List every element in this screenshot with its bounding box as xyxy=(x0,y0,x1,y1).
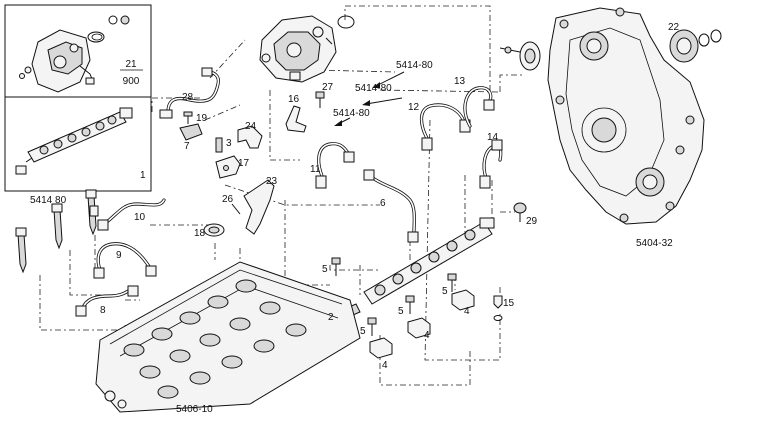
pipe-13-icon xyxy=(463,86,495,128)
ref-arrows xyxy=(334,71,405,126)
drive-gear-icon xyxy=(499,41,541,71)
callout-3: 3 xyxy=(226,138,232,149)
pipe-11-icon xyxy=(315,142,355,189)
injector-icon xyxy=(85,189,99,236)
callout-12: 12 xyxy=(408,102,420,113)
bracket-4-icon xyxy=(369,337,393,359)
callout-18: 18 xyxy=(194,228,206,239)
callout-23: 23 xyxy=(266,176,278,187)
callout-22: 22 xyxy=(668,22,680,33)
inset-ref-denominator: 900 xyxy=(123,76,140,87)
high-pressure-pump-icon xyxy=(259,15,355,83)
callout-16: 16 xyxy=(288,94,300,105)
callout-29: 29 xyxy=(526,216,538,227)
callout-28: 28 xyxy=(182,92,194,103)
callout-labels: 5414-80 5414-80 5414-80 5414 80 5404-32 … xyxy=(30,22,680,415)
bolt-27-icon xyxy=(315,91,325,108)
screw-26-icon xyxy=(231,203,241,215)
inset-ref-numerator: 21 xyxy=(125,59,137,70)
bracket-23-icon xyxy=(243,179,275,235)
pipe-8-icon xyxy=(75,285,139,317)
inset-rail-icon xyxy=(15,107,133,175)
bracket-4-icon xyxy=(451,289,475,311)
callout-2: 2 xyxy=(328,312,334,323)
callout-24: 24 xyxy=(245,121,257,132)
clamp-7-icon xyxy=(179,123,203,141)
bolt-5-icon xyxy=(405,295,415,314)
callout-13: 13 xyxy=(454,76,466,87)
callout-26: 26 xyxy=(222,194,234,205)
callout-5a: 5 xyxy=(322,264,328,275)
timing-cover-icon xyxy=(547,7,705,225)
inset-pump-icon xyxy=(19,15,143,93)
pipe-28-icon xyxy=(159,67,220,119)
bracket-17-icon xyxy=(215,155,241,179)
gear-22-icon xyxy=(669,29,722,63)
inset-border xyxy=(4,4,152,192)
injector-icon xyxy=(51,203,63,250)
bolt-5-icon xyxy=(331,257,341,276)
callout-15: 15 xyxy=(503,298,515,309)
seal-20-icon xyxy=(493,315,503,321)
cylinder-head-icon xyxy=(95,261,361,413)
ref-5414-80-low: 5414-80 xyxy=(333,108,370,119)
ref-5404-32: 5404-32 xyxy=(636,238,673,249)
bracket-24-icon xyxy=(237,125,263,149)
callout-7: 7 xyxy=(184,141,190,152)
callout-5c: 5 xyxy=(398,306,404,317)
callout-19: 19 xyxy=(196,113,208,124)
ref-5406-10: 5406-10 xyxy=(176,404,213,415)
bracket-4-icon xyxy=(407,317,431,339)
ref-5414-80-top: 5414-80 xyxy=(396,60,433,71)
callout-14: 14 xyxy=(487,132,499,143)
callout-10: 10 xyxy=(134,212,146,223)
callout-4b: 4 xyxy=(424,330,430,341)
callout-8: 8 xyxy=(100,305,106,316)
ref-5414-80-mid: 5414-80 xyxy=(355,83,392,94)
screw-3-icon xyxy=(215,137,223,153)
inset-item-label: 1 xyxy=(140,170,146,181)
fuel-rail-icon xyxy=(363,217,495,305)
gasket-18-icon xyxy=(203,223,225,237)
callout-5d: 5 xyxy=(442,286,448,297)
plug-29-icon xyxy=(513,202,527,222)
pipe-9-icon xyxy=(93,242,157,279)
bolt-19-icon xyxy=(183,111,193,124)
callout-6: 6 xyxy=(380,198,386,209)
sensor-15-icon xyxy=(493,295,503,309)
callout-17: 17 xyxy=(238,158,250,169)
callout-11: 11 xyxy=(310,164,321,175)
bolt-5-icon xyxy=(447,273,457,292)
injector-icon xyxy=(15,227,27,274)
inset-box: 21 900 1 xyxy=(4,4,152,192)
callout-9: 9 xyxy=(116,250,122,261)
pipe-6-icon xyxy=(363,169,419,243)
pipe-10-icon xyxy=(97,198,166,231)
ref-5414-80-left: 5414 80 xyxy=(30,195,67,206)
clip-16-icon xyxy=(285,105,307,133)
pipe-14-icon xyxy=(479,139,503,189)
callout-27: 27 xyxy=(322,82,334,93)
callout-4c: 4 xyxy=(464,306,470,317)
callout-5b: 5 xyxy=(360,326,366,337)
bolt-5-icon xyxy=(367,317,377,336)
pipe-12-icon xyxy=(419,103,471,151)
callout-4a: 4 xyxy=(382,360,388,371)
